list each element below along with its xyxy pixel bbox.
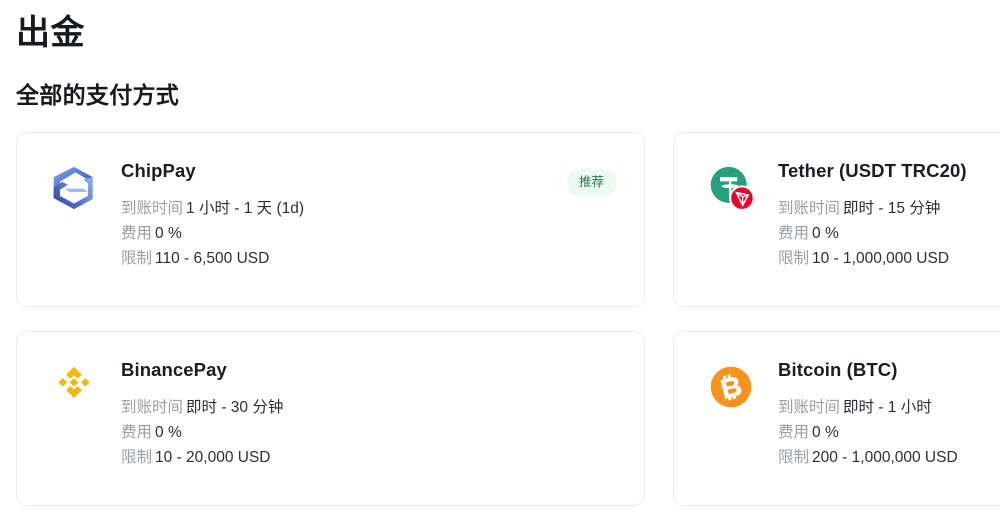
limits-value: 10 - 1,000,000 USD — [812, 250, 950, 268]
processing-time-value: 即时 - 30 分钟 — [186, 399, 284, 417]
payment-method-name: Tether (USDT TRC20) — [778, 160, 967, 181]
tether-trc20-logo-icon — [706, 163, 756, 213]
processing-time-row: 到账时间即时 - 30 分钟 — [121, 395, 624, 420]
page-title: 出金 — [16, 14, 85, 52]
bitcoin-logo-icon — [706, 362, 756, 412]
fee-value: 0 % — [155, 424, 182, 442]
payment-method-name: ChipPay — [121, 160, 196, 181]
processing-time-value: 即时 - 15 分钟 — [843, 200, 941, 218]
limits-value: 10 - 20,000 USD — [155, 449, 271, 467]
limits-label: 限制 — [121, 449, 153, 467]
processing-time-label: 到账时间 — [121, 200, 184, 218]
processing-time-label: 到账时间 — [778, 200, 841, 218]
limits-label: 限制 — [778, 250, 810, 268]
processing-time-label: 到账时间 — [121, 399, 184, 417]
payment-method-name: BinancePay — [121, 359, 227, 380]
binance-logo-icon — [49, 362, 99, 412]
limits-value: 200 - 1,000,000 USD — [812, 449, 958, 467]
fee-value: 0 % — [812, 424, 839, 442]
fee-label: 费用 — [121, 424, 153, 442]
chippay-logo-icon — [49, 163, 99, 213]
fee-value: 0 % — [155, 225, 182, 243]
section-title-all-payment-methods: 全部的支付方式 — [16, 82, 180, 108]
processing-time-value: 1 小时 - 1 天 (1d) — [186, 200, 305, 218]
processing-time-value: 即时 - 1 小时 — [843, 399, 932, 417]
limits-label: 限制 — [778, 449, 810, 467]
processing-time-row: 到账时间即时 - 15 分钟 — [778, 196, 1000, 221]
fee-label: 费用 — [121, 225, 153, 243]
fee-label: 费用 — [778, 225, 810, 243]
recommended-badge: 推荐 — [566, 169, 616, 196]
payment-method-name: Bitcoin (BTC) — [778, 359, 898, 380]
fee-label: 费用 — [778, 424, 810, 442]
processing-time-row: 到账时间即时 - 1 小时 — [778, 395, 1000, 420]
fee-value: 0 % — [812, 225, 839, 243]
processing-time-label: 到账时间 — [778, 399, 841, 417]
limits-label: 限制 — [121, 250, 153, 268]
limits-value: 110 - 6,500 USD — [155, 250, 270, 268]
